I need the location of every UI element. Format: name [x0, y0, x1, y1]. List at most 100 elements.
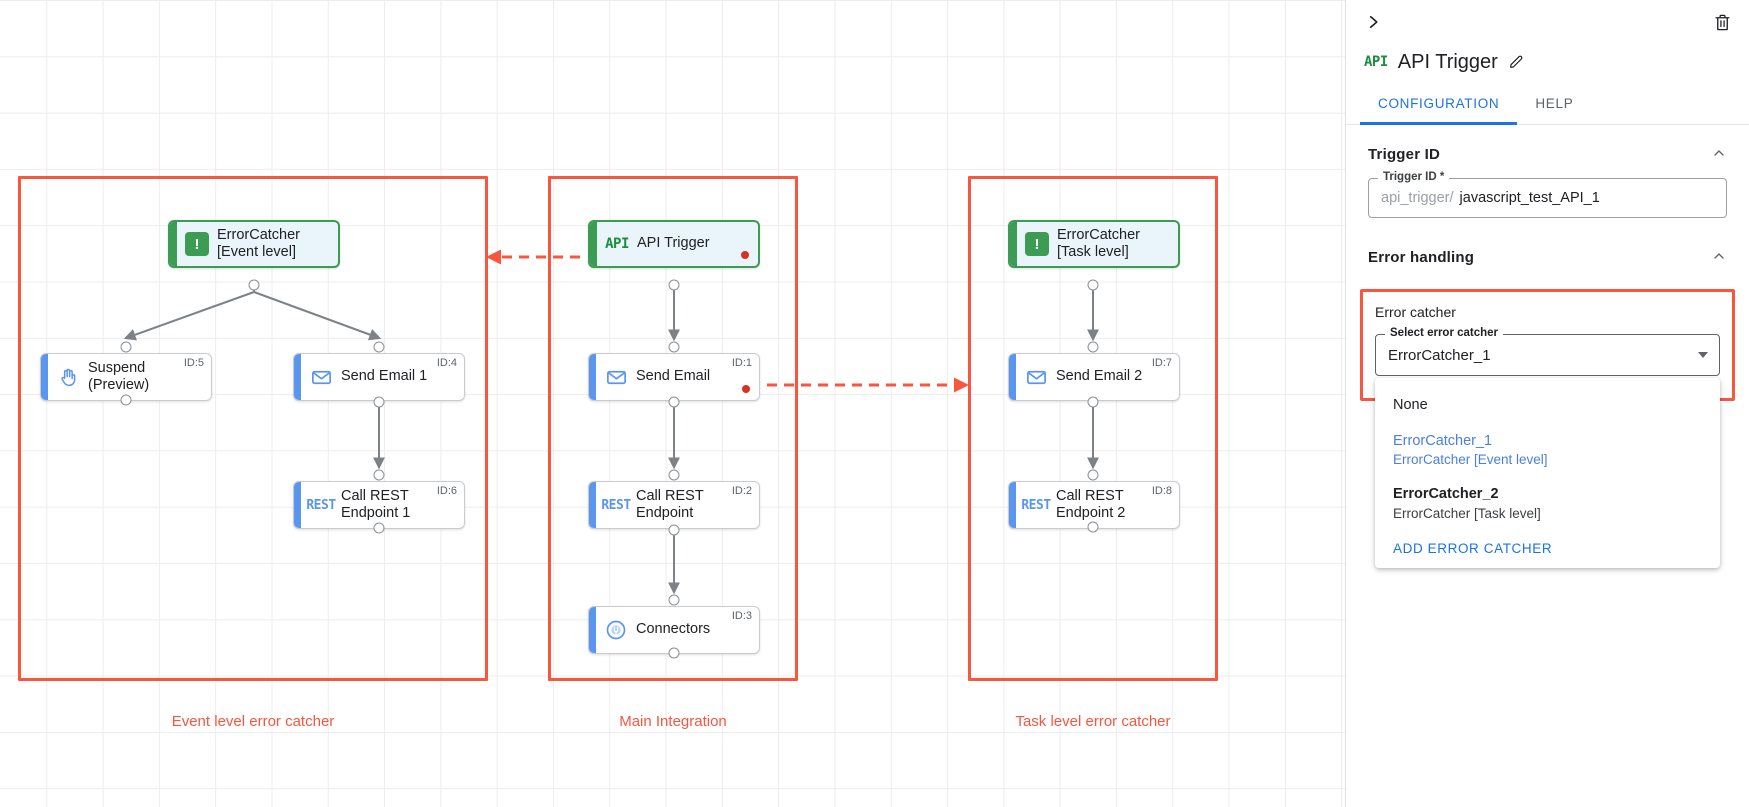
group-frame[interactable]	[18, 176, 488, 681]
workflow-node[interactable]: ! ErrorCatcher [Event level]	[168, 220, 340, 268]
dropdown-option-primary: None	[1393, 397, 1428, 413]
node-id-label: ID:5	[183, 357, 204, 369]
error-handling-section-title: Error handling	[1368, 249, 1475, 266]
chevron-up-icon[interactable]	[1711, 145, 1727, 164]
node-accent-bar	[294, 354, 301, 400]
node-label: Call REST Endpoint	[636, 487, 704, 521]
envelope-icon	[311, 370, 331, 384]
trigger-id-input[interactable]: Trigger ID * api_trigger/ javascript_tes…	[1368, 171, 1727, 218]
workflow-node[interactable]: REST Call REST Endpoint 2 ID:8	[1008, 481, 1180, 529]
panel-header: API API Trigger	[1346, 44, 1749, 80]
trigger-id-field-legend: Trigger ID *	[1378, 171, 1450, 183]
node-accent-bar	[1010, 222, 1017, 266]
envelope-icon	[1026, 370, 1046, 384]
node-accent-bar	[589, 607, 596, 653]
workflow-node[interactable]: !ErrorCatcher [Task level]	[1008, 220, 1180, 268]
node-label: API Trigger	[637, 235, 710, 252]
port[interactable]	[373, 341, 385, 353]
dropdown-option-secondary: ErrorCatcher [Event level]	[1393, 452, 1548, 468]
error-handling-section-header[interactable]: Error handling	[1346, 218, 1749, 281]
port[interactable]	[120, 341, 132, 353]
dropdown-option[interactable]: None	[1375, 388, 1720, 424]
node-accent-bar	[41, 354, 48, 400]
node-label: Send Email 2	[1056, 368, 1143, 385]
group-label: Event level error catcher	[171, 713, 335, 730]
dropdown-option-secondary: ErrorCatcher [Task level]	[1393, 505, 1541, 521]
connectors-icon	[606, 620, 626, 640]
node-id-label: ID:8	[1151, 485, 1172, 497]
envelope-icon	[606, 370, 626, 384]
node-id-label: ID:3	[731, 610, 752, 622]
api-icon: API	[1364, 54, 1388, 70]
port[interactable]	[1087, 469, 1099, 481]
rest-icon: REST	[306, 497, 336, 513]
group-frame[interactable]	[548, 176, 798, 681]
error-catcher-icon: !	[185, 232, 209, 256]
port[interactable]	[248, 279, 260, 291]
error-indicator-dot	[742, 385, 750, 393]
trigger-id-section-header[interactable]: Trigger ID	[1346, 125, 1749, 178]
port[interactable]	[1087, 341, 1099, 353]
port[interactable]	[1087, 521, 1099, 533]
workflow-node[interactable]: Send Email 2 ID:7	[1008, 353, 1180, 401]
tab-help[interactable]: HELP	[1535, 96, 1574, 111]
node-accent-bar	[1009, 482, 1016, 528]
port[interactable]	[668, 524, 680, 536]
node-accent-bar	[589, 482, 596, 528]
port[interactable]	[668, 396, 680, 408]
port[interactable]	[120, 394, 132, 406]
node-accent-bar	[294, 482, 301, 528]
node-label: Suspend (Preview)	[88, 359, 150, 393]
port[interactable]	[1087, 279, 1099, 291]
api-icon: API	[605, 236, 629, 252]
port[interactable]	[373, 396, 385, 408]
node-label: ErrorCatcher [Event level]	[217, 226, 300, 260]
rest-icon: REST	[1021, 497, 1051, 513]
node-accent-bar	[1009, 354, 1016, 400]
port[interactable]	[668, 341, 680, 353]
port[interactable]	[373, 522, 385, 534]
port[interactable]	[668, 469, 680, 481]
tab-configuration[interactable]: CONFIGURATION	[1360, 96, 1518, 125]
pencil-icon[interactable]	[1508, 54, 1524, 70]
trigger-id-value: javascript_test_API_1	[1459, 190, 1600, 206]
trash-icon[interactable]	[1709, 9, 1735, 35]
chevron-right-icon[interactable]	[1360, 9, 1386, 35]
port[interactable]	[1087, 396, 1099, 408]
group-label: Main Integration	[619, 713, 727, 730]
port[interactable]	[668, 279, 680, 291]
page-title: API Trigger	[1397, 50, 1498, 73]
node-accent-bar	[170, 222, 177, 266]
dropdown-option-primary: ErrorCatcher_1	[1393, 432, 1493, 449]
chevron-down-icon[interactable]	[1698, 352, 1708, 358]
properties-panel: API API Trigger CONFIGURATION HELP Trigg…	[1345, 0, 1749, 807]
chevron-up-icon[interactable]	[1711, 248, 1727, 267]
port[interactable]	[373, 469, 385, 481]
error-catcher-label: Error catcher	[1375, 304, 1456, 320]
panel-tabs: CONFIGURATION HELP	[1346, 96, 1749, 125]
group-frame[interactable]	[968, 176, 1218, 681]
port[interactable]	[668, 647, 680, 659]
port[interactable]	[668, 594, 680, 606]
node-accent-bar	[589, 354, 596, 400]
node-id-label: ID:1	[731, 357, 752, 369]
node-label: Call REST Endpoint 2	[1056, 487, 1126, 521]
trigger-id-section-title: Trigger ID	[1368, 146, 1441, 163]
select-error-catcher[interactable]: Select error catcher ErrorCatcher_1	[1375, 327, 1720, 376]
node-id-label: ID:2	[731, 485, 752, 497]
add-error-catcher-button[interactable]: ADD ERROR CATCHER	[1393, 541, 1553, 557]
node-id-label: ID:4	[436, 357, 457, 369]
workflow-canvas[interactable]: Event level error catcher Main Integratio…	[0, 0, 1345, 807]
node-label: Call REST Endpoint 1	[341, 487, 411, 521]
node-id-label: ID:7	[1151, 357, 1172, 369]
workflow-node[interactable]: API API Trigger	[588, 220, 760, 268]
node-id-label: ID:6	[436, 485, 457, 497]
error-indicator-dot	[741, 251, 749, 259]
node-label: ErrorCatcher [Task level]	[1057, 226, 1140, 260]
